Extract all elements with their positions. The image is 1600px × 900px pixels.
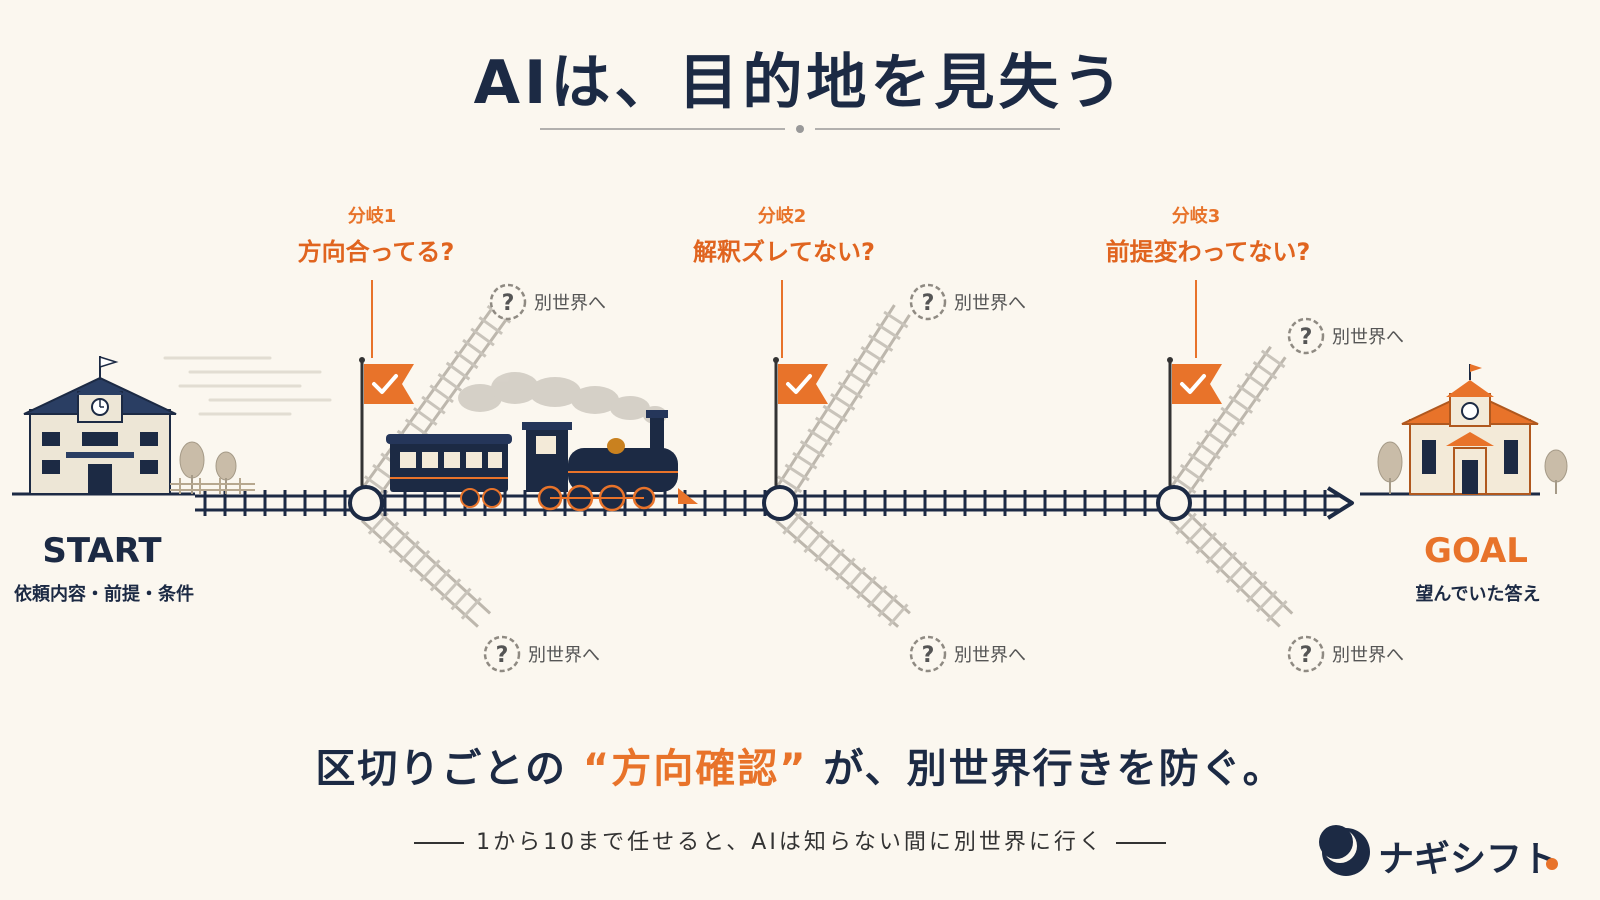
- question-mark-icon: [489, 283, 527, 321]
- alt-destination-1-upper: ? 別世界へ: [489, 283, 606, 321]
- title-divider: [540, 125, 1060, 133]
- branch-label-2: 分岐2: [758, 205, 807, 227]
- main-track: [195, 486, 1354, 520]
- start-building-icon: [23, 355, 177, 495]
- question-mark-glyph: ?: [502, 291, 515, 316]
- branch-tracks: [359, 303, 1294, 628]
- branch-label-3: 分岐3: [1172, 205, 1221, 227]
- alt-destination-2-lower: ? 別世界へ: [909, 635, 1026, 673]
- start-subtitle: 依頼内容・前提・条件: [14, 583, 194, 605]
- branch-track-down-3: [1168, 506, 1294, 628]
- alt-destination-3-upper: ? 別世界へ: [1287, 317, 1404, 355]
- branch-label-1: 分岐1: [348, 205, 397, 227]
- question-mark-icon: [483, 635, 521, 673]
- train-icon: [386, 372, 698, 512]
- tagline-after: が、別世界行きを防ぐ。: [823, 746, 1285, 792]
- branch-track-down-1: [360, 506, 492, 628]
- tree-icon: [179, 441, 237, 494]
- junction-3: 分岐3 前提変わってない?: [1106, 205, 1311, 521]
- page-title: AIは、目的地を見失う: [473, 48, 1127, 118]
- alt-label: 別世界へ: [954, 293, 1026, 314]
- alt-label: 別世界へ: [534, 293, 606, 314]
- start-title: START: [42, 531, 162, 571]
- question-mark-icon: [909, 635, 947, 673]
- alt-destination-2-upper: ? 別世界へ: [909, 283, 1026, 321]
- check-flag-icon: [364, 364, 414, 404]
- subline: 1から10まで任せると、AIは知らない間に別世界に行く: [380, 824, 1200, 856]
- brand-moon-icon: [1319, 825, 1370, 876]
- check-flag-icon: [1172, 364, 1222, 404]
- dash-left: [414, 842, 465, 844]
- question-mark-icon: [1287, 317, 1325, 355]
- check-flag-icon: [778, 364, 828, 404]
- fence: [170, 478, 255, 494]
- alt-label: 別世界へ: [954, 645, 1026, 666]
- branch-question-1: 方向合ってる?: [298, 238, 455, 266]
- question-mark-glyph: ?: [1300, 643, 1313, 668]
- dash-right: [1115, 842, 1166, 844]
- alt-destination-1-lower: ? 別世界へ: [483, 635, 600, 673]
- junction-2: 分岐2 解釈ズレてない?: [693, 205, 875, 521]
- branch-track-up-3: [1167, 345, 1287, 503]
- alt-destination-3-lower: ? 別世界へ: [1287, 635, 1404, 673]
- subline-text: 1から10まで任せると、AIは知らない間に別世界に行く: [476, 830, 1104, 855]
- alt-label: 別世界へ: [1332, 327, 1404, 348]
- question-mark-icon: [1287, 635, 1325, 673]
- goal-title: GOAL: [1424, 531, 1528, 571]
- branch-track-down-2: [775, 506, 911, 628]
- tagline-before: 区切りごとの: [315, 746, 567, 792]
- tagline: 区切りごとの “方向確認” が、別世界行きを防ぐ。: [0, 736, 1600, 794]
- question-mark-glyph: ?: [496, 643, 509, 668]
- goal-subtitle: 望んでいた答え: [1415, 583, 1540, 605]
- branch-question-2: 解釈ズレてない?: [693, 238, 875, 266]
- alt-label: 別世界へ: [528, 645, 600, 666]
- question-mark-glyph: ?: [922, 643, 935, 668]
- tree-icon: [1377, 441, 1568, 494]
- question-mark-glyph: ?: [922, 291, 935, 316]
- junction-1: 分岐1 方向合ってる?: [298, 205, 455, 521]
- track-arrowhead: [1326, 486, 1354, 520]
- question-mark-glyph: ?: [1300, 325, 1313, 350]
- goal-building-icon: [1401, 364, 1539, 495]
- brand-dot: [1546, 858, 1558, 870]
- brand-name: ナギシフト: [1378, 839, 1559, 880]
- alt-label: 別世界へ: [1332, 645, 1404, 666]
- branch-track-up-2: [773, 304, 911, 502]
- branch-question-3: 前提変わってない?: [1106, 238, 1311, 266]
- speed-lines: [163, 356, 332, 416]
- question-mark-icon: [909, 283, 947, 321]
- tagline-highlight: “方向確認”: [582, 746, 808, 792]
